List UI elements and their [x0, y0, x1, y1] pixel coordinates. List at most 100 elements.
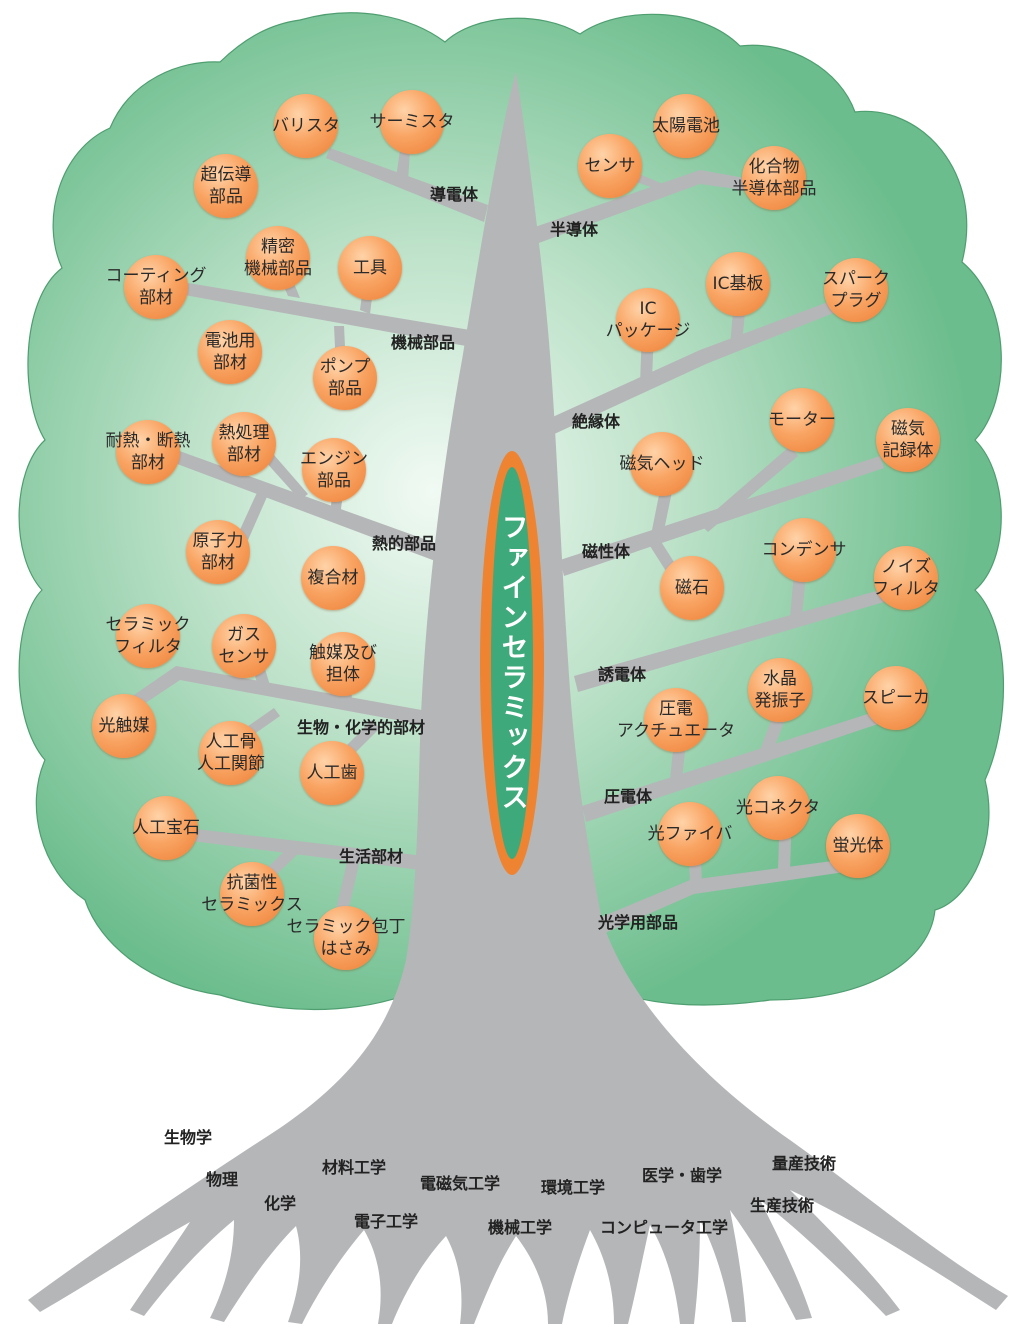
branch-conductor-twig [396, 150, 410, 182]
application-label: ポンプ 部品 [319, 357, 371, 399]
branch-label: 生活部材 [338, 847, 404, 866]
branch-label: 機械部品 [390, 333, 456, 352]
application-label: IC基板 [712, 274, 764, 294]
application-ball [116, 420, 180, 484]
branch-optical [594, 856, 872, 936]
branch-bio-chemical [112, 666, 444, 728]
application-ball [314, 906, 378, 970]
application-label: 水晶 発振子 [754, 669, 806, 711]
branch-label: 導電体 [429, 185, 479, 204]
application-ball [380, 90, 444, 154]
application-ball [654, 94, 718, 158]
branch-insulator [546, 290, 866, 436]
application-ball [274, 94, 338, 158]
branch-magnetic-twig2 [700, 446, 798, 532]
application-label: バリスタ [272, 116, 340, 136]
branch-label: 誘電体 [597, 665, 647, 684]
application-label: エンジン 部品 [300, 449, 368, 491]
application-label: 耐熱・断熱 部材 [105, 431, 191, 473]
application-ball [770, 388, 834, 452]
application-label: コーティング 部材 [105, 266, 207, 308]
application-ball [746, 776, 810, 840]
center-emblem [480, 451, 544, 875]
application-ball [199, 721, 263, 785]
application-ball [864, 666, 928, 730]
application-ball [301, 546, 365, 610]
branch-conductor [326, 148, 488, 222]
branch-piezo [582, 710, 884, 822]
application-ball [92, 694, 156, 758]
root-label: 化学 [263, 1194, 297, 1213]
application-ball [338, 236, 402, 300]
root-label: 電子工学 [353, 1212, 419, 1231]
application-label: 超伝導 部品 [200, 165, 252, 207]
application-label: 複合材 [307, 568, 359, 588]
branch-dielectric [574, 590, 884, 692]
application-ball [826, 814, 890, 878]
root-label: 量産技術 [771, 1154, 837, 1173]
branch-mechanical [168, 280, 470, 346]
branch-thermal [156, 444, 460, 568]
application-ball [246, 226, 310, 290]
branch-label: 圧電体 [603, 787, 653, 806]
application-ball [630, 432, 694, 496]
root-label: 医学・歯学 [641, 1166, 723, 1185]
application-ball [186, 520, 250, 584]
branch-daily-twig2 [334, 858, 360, 920]
application-ball [302, 438, 366, 502]
application-label: センサ [584, 156, 636, 176]
application-label: 熱処理 部材 [218, 423, 270, 465]
application-ball [578, 134, 642, 198]
application-ball [748, 658, 812, 722]
application-ball [194, 154, 258, 218]
application-label: 電池用 部材 [204, 331, 256, 373]
application-label: 圧電 アクチュエータ [616, 699, 736, 741]
branch-dielectric-twig [790, 572, 806, 618]
root-label: 生物学 [163, 1128, 213, 1147]
application-label: 磁石 [675, 578, 709, 598]
application-ball [124, 255, 188, 319]
branch-label: 光学用部品 [597, 913, 679, 932]
application-label: セラミック フィルタ [105, 615, 191, 657]
root-label: コンピュータ工学 [599, 1218, 729, 1237]
application-label: 原子力 部材 [192, 531, 244, 573]
root-label: 機械工学 [487, 1218, 553, 1237]
application-ball [658, 802, 722, 866]
root-label: 電磁気工学 [419, 1174, 501, 1193]
branch-label: 熱的部品 [371, 534, 437, 553]
root-label: 物理 [205, 1170, 239, 1189]
application-label: スピーカ [862, 688, 930, 708]
application-label: 蛍光体 [832, 836, 884, 856]
application-label: 工具 [353, 258, 387, 278]
application-label: ガス センサ [218, 625, 270, 667]
application-ball [300, 741, 364, 805]
root-label: 材料工学 [321, 1158, 387, 1177]
application-ball [313, 346, 377, 410]
application-ball [876, 408, 940, 472]
branch-label: 絶縁体 [571, 412, 621, 431]
application-ball [824, 258, 888, 322]
application-label: 光コネクタ [735, 798, 821, 818]
application-label: コンデンサ [761, 540, 847, 560]
application-label: モーター [768, 410, 836, 430]
application-ball [874, 546, 938, 610]
application-label: 抗菌性 セラミックス [201, 873, 303, 915]
application-ball [660, 556, 724, 620]
application-ball [220, 862, 284, 926]
application-label: 精密 機械部品 [244, 237, 312, 279]
application-ball [198, 320, 262, 384]
root-label: 生産技術 [749, 1196, 815, 1215]
application-ball [616, 288, 680, 352]
application-label: セラミック包丁 はさみ [286, 917, 406, 959]
application-label: 磁気ヘッド [619, 454, 705, 474]
branch-label: 磁性体 [581, 542, 631, 561]
branch-label: 生物・化学的部材 [296, 718, 426, 737]
application-ball [212, 412, 276, 476]
application-label: 人工骨 人工関節 [197, 732, 265, 774]
application-label: 触媒及び 担体 [309, 643, 377, 685]
application-label: IC パッケージ [605, 299, 691, 341]
application-ball [772, 518, 836, 582]
application-ball [706, 252, 770, 316]
application-label: 人工宝石 [132, 818, 200, 838]
